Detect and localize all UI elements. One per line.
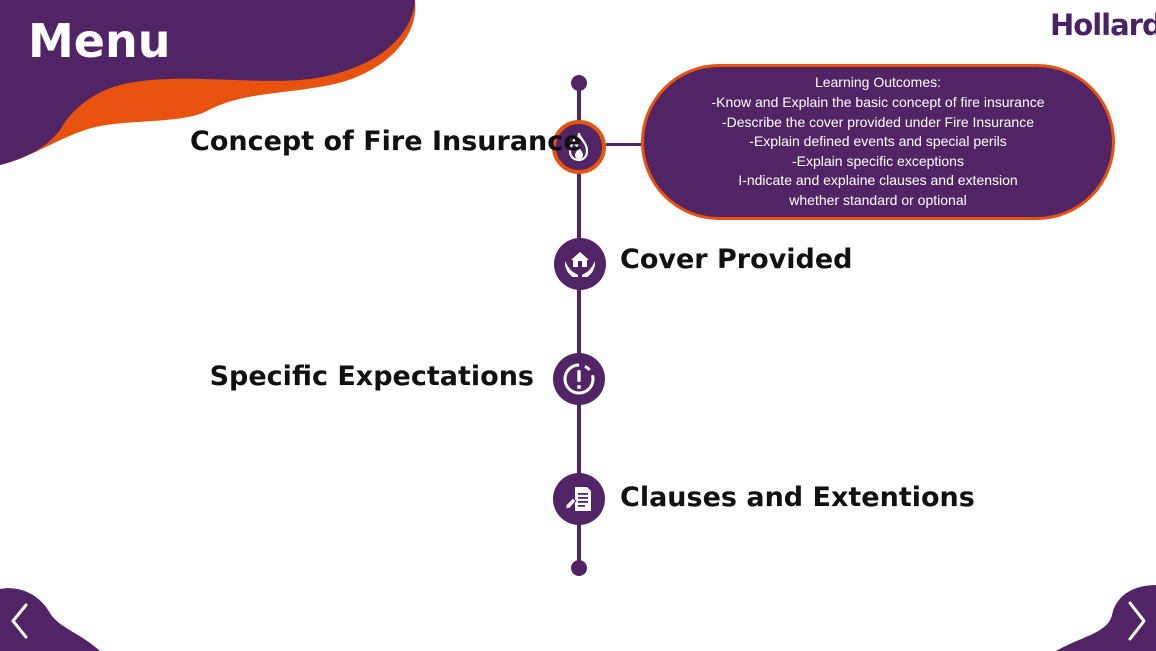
page-title: Menu bbox=[28, 14, 171, 68]
menu-node-concept[interactable] bbox=[552, 120, 606, 174]
learning-outcomes-bubble: Learning Outcomes: -Know and Explain the… bbox=[641, 64, 1115, 220]
menu-node-clauses[interactable] bbox=[553, 473, 605, 525]
house-hands-icon bbox=[565, 252, 595, 277]
menu-label-concept[interactable]: Concept of Fire Insurance bbox=[190, 126, 582, 157]
timeline-start-dot bbox=[571, 75, 587, 91]
outcome-line: -Explain specific exceptions bbox=[792, 152, 964, 169]
header-decoration bbox=[0, 0, 416, 165]
chevron-right-icon bbox=[1128, 601, 1146, 641]
menu-label-clauses[interactable]: Clauses and Extentions bbox=[620, 482, 975, 513]
outcome-line: -Explain defined events and special peri… bbox=[749, 133, 1007, 150]
next-button[interactable] bbox=[1056, 585, 1156, 651]
timeline-end-dot bbox=[571, 560, 587, 576]
fire-icon bbox=[568, 132, 589, 162]
exclamation-circle-icon bbox=[563, 363, 595, 395]
menu-label-cover[interactable]: Cover Provided bbox=[620, 244, 853, 275]
menu-label-expectations[interactable]: Specific Expectations bbox=[209, 361, 534, 392]
document-signing-icon bbox=[565, 487, 591, 511]
prev-button[interactable] bbox=[0, 585, 100, 651]
bubble-connector bbox=[606, 143, 643, 146]
outcomes-heading: Learning Outcomes: bbox=[814, 74, 942, 91]
chevron-left-icon bbox=[11, 603, 28, 639]
brand-name: Hollard bbox=[1050, 8, 1156, 42]
outcome-line: -Know and Explain the basic concept of f… bbox=[711, 94, 1045, 111]
outcome-line: I-ndicate and explaine clauses and exten… bbox=[738, 172, 1018, 189]
menu-node-expectations[interactable] bbox=[553, 353, 605, 405]
outcome-line: -Describe the cover provided under Fire … bbox=[721, 113, 1035, 130]
brand-logo: Hollard. bbox=[1050, 8, 1156, 42]
menu-node-cover[interactable] bbox=[554, 238, 606, 290]
outcome-line: whether standard or optional bbox=[789, 191, 967, 208]
